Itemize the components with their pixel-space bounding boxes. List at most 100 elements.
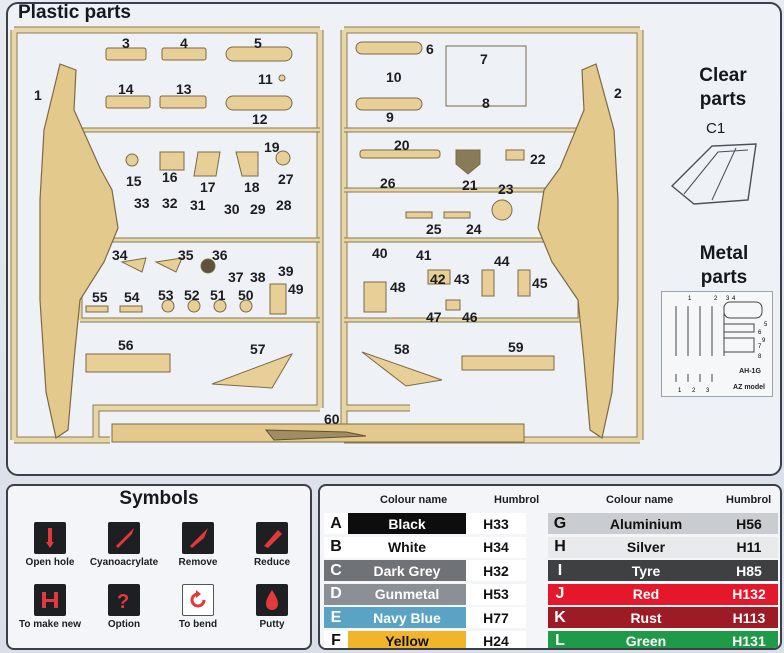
colour-letter: D <box>324 583 348 605</box>
colour-name-header: Colour name <box>606 494 674 506</box>
part-number: 9 <box>386 109 394 125</box>
symbol-option: ? Option <box>88 584 160 630</box>
part-number: 40 <box>372 245 388 261</box>
part-number: 36 <box>212 247 228 263</box>
part-number: 27 <box>278 171 294 187</box>
part-number: 57 <box>250 341 266 357</box>
metal-number: 1 <box>678 388 682 394</box>
clear-parts-title: Clear parts <box>699 65 747 110</box>
symbol-putty: Putty <box>236 584 308 630</box>
metal-number: 6 <box>758 330 762 336</box>
part-number: 35 <box>178 247 194 263</box>
part-number: 48 <box>390 279 406 295</box>
symbol-label: Open hole <box>25 557 75 568</box>
symbol-cyanoacrylate: Cyanoacrylate <box>88 522 160 568</box>
part-number: 25 <box>426 221 442 237</box>
part-number: 15 <box>126 173 142 189</box>
colour-letter: E <box>324 607 348 628</box>
part-number: 20 <box>394 137 410 153</box>
svg-text:?: ? <box>117 591 129 612</box>
part-number: 51 <box>210 287 226 303</box>
part-number: 11 <box>258 71 273 87</box>
humbrol-code: H32 <box>466 560 526 581</box>
part-number: 13 <box>176 81 192 97</box>
colour-name: White <box>348 536 466 558</box>
part-number: 32 <box>162 195 178 211</box>
colour-letter: I <box>548 560 572 581</box>
part-number: 1 <box>34 87 42 103</box>
colour-letter: A <box>324 513 348 534</box>
symbol-reduce: Reduce <box>236 522 308 568</box>
part-number: 41 <box>416 247 432 263</box>
colour-name: Black <box>348 513 466 534</box>
part-number: 50 <box>238 287 254 303</box>
part-number: 6 <box>426 41 434 57</box>
part-number: 45 <box>532 275 548 291</box>
part-number: 33 <box>134 195 150 211</box>
colour-letter: B <box>324 536 348 558</box>
humbrol-code: H53 <box>466 583 526 605</box>
clamp-icon <box>34 584 66 616</box>
part-number: 60 <box>324 411 340 427</box>
fuselage-left <box>39 63 119 439</box>
part-number: 23 <box>498 181 514 197</box>
symbol-remove: Remove <box>162 522 234 568</box>
symbol-label: Option <box>107 619 141 630</box>
symbol-open-hole: Open hole <box>14 522 86 568</box>
colour-name: Navy Blue <box>348 607 466 628</box>
colour-letter: H <box>548 536 572 558</box>
part-number: 3 <box>122 35 130 51</box>
glue-icon <box>108 522 140 554</box>
part-number: 19 <box>264 139 280 155</box>
colour-name: Red <box>572 583 720 605</box>
humbrol-code: H85 <box>720 560 778 581</box>
part-number: 59 <box>508 339 524 355</box>
part-number: 22 <box>530 151 546 167</box>
symbol-label: Reduce <box>253 557 291 568</box>
part-number: 12 <box>252 111 268 127</box>
symbol-label: Putty <box>259 619 285 630</box>
part-number: 24 <box>466 221 482 237</box>
symbols-legend: Symbols Open hole Cyanoacrylate Remove R… <box>6 484 312 650</box>
symbols-title: Symbols <box>119 488 199 509</box>
metal-number: 8 <box>758 354 762 360</box>
metal-parts-fret: 1 2 3 4 5 6 7 8 9 1 2 3 AH-1G AZ model <box>661 291 773 397</box>
metal-caption-brand: AZ model <box>733 384 765 391</box>
part-number: 53 <box>158 287 174 303</box>
part-number: 54 <box>124 289 140 305</box>
putty-icon <box>256 584 288 616</box>
part-number: 43 <box>454 271 470 287</box>
metal-number: 1 <box>688 296 692 302</box>
colour-name: Rust <box>572 607 720 628</box>
colour-name: Gunmetal <box>348 583 466 605</box>
symbol-to-make-new: To make new <box>14 584 86 630</box>
metal-parts-drawing: 1 2 3 4 5 6 7 8 9 1 2 3 <box>675 296 768 394</box>
part-number: 38 <box>250 269 266 285</box>
humbrol-code: H77 <box>466 607 526 628</box>
part-number: 17 <box>200 179 216 195</box>
part-number: 29 <box>250 201 266 217</box>
colour-letter: G <box>548 513 572 534</box>
part-number: 37 <box>228 269 244 285</box>
colour-name: Silver <box>572 536 720 558</box>
humbrol-code: H33 <box>466 513 526 534</box>
humbrol-code: H11 <box>720 536 778 558</box>
humbrol-code: H24 <box>466 630 526 648</box>
part-number: 34 <box>112 247 128 263</box>
part-number: 28 <box>276 197 292 213</box>
colour-name-header: Colour name <box>380 494 448 506</box>
part-number: 4 <box>180 35 188 51</box>
part-number: 56 <box>118 337 134 353</box>
part-number: 46 <box>462 309 478 325</box>
part-number: 47 <box>426 309 442 325</box>
metal-caption-model: AH-1G <box>739 368 761 375</box>
metal-number: 2 <box>692 388 696 394</box>
colour-name: Tyre <box>572 560 720 581</box>
symbol-label: Cyanoacrylate <box>89 557 159 568</box>
